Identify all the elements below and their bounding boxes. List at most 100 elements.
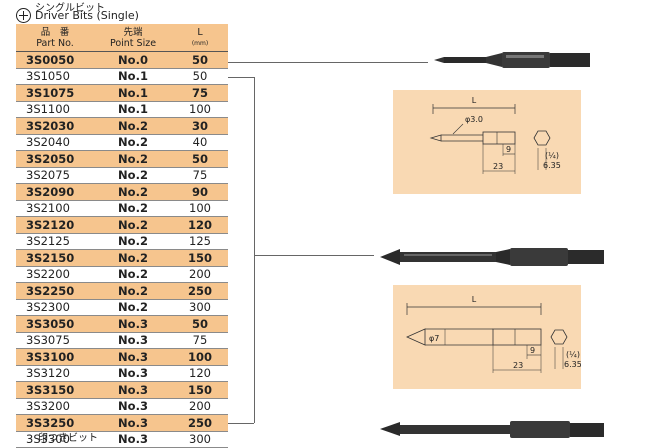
part-number-cell: 3S2120: [16, 216, 94, 234]
length-cell: 50: [172, 51, 228, 69]
dim-23: 23: [493, 162, 503, 171]
point-size-cell: No.1: [94, 84, 172, 102]
point-size-cell: No.2: [94, 249, 172, 267]
leader-line-1: [228, 62, 428, 63]
dim-hex-inch: (¼): [566, 350, 580, 359]
part-number-cell: 3S2125: [16, 233, 94, 250]
length-cell: 200: [172, 266, 228, 283]
dim-hex-mm: 6.35: [543, 161, 561, 170]
length-cell: 120: [172, 216, 228, 234]
bit-image-no3: [380, 421, 604, 438]
part-number-cell: 3S2030: [16, 117, 94, 135]
col-header-length: L(mm): [172, 24, 228, 52]
part-number-cell: 3S3050: [16, 315, 94, 333]
part-number-cell: 3S3100: [16, 348, 94, 366]
part-number-cell: 3S3120: [16, 365, 94, 382]
point-size-cell: No.2: [94, 266, 172, 283]
part-number-cell: 3S2150: [16, 249, 94, 267]
length-cell: 50: [172, 150, 228, 168]
length-cell: 150: [172, 249, 228, 267]
point-size-cell: No.2: [94, 282, 172, 300]
section-title-en: Driver Bits (Single): [35, 9, 139, 22]
part-number-cell: 3S1075: [16, 84, 94, 102]
part-number-cell: 3S2075: [16, 167, 94, 184]
leader-line-2: [254, 255, 374, 256]
dim-hex-inch: (¼): [545, 151, 559, 160]
length-cell: 100: [172, 348, 228, 366]
next-section-caption: 印つきビット: [38, 433, 98, 444]
length-cell: 50: [172, 68, 228, 85]
dim-hex-mm: 6.35: [564, 360, 581, 369]
length-cell: 100: [172, 101, 228, 118]
point-size-cell: No.2: [94, 216, 172, 234]
dimension-drawing-2: L φ7 9 23 (¼) 6.35: [393, 285, 582, 389]
point-size-cell: No.1: [94, 68, 172, 85]
dim-tip-diameter: φ3.0: [465, 115, 483, 124]
part-number-cell: 3S3150: [16, 381, 94, 399]
part-number-cell: 3S2250: [16, 282, 94, 300]
point-size-cell: No.3: [94, 431, 172, 448]
length-cell: 300: [172, 299, 228, 316]
point-size-cell: No.2: [94, 150, 172, 168]
part-number-cell: 3S2040: [16, 134, 94, 151]
length-cell: 125: [172, 233, 228, 250]
point-size-cell: No.2: [94, 200, 172, 217]
part-number-cell: 3S2050: [16, 150, 94, 168]
point-size-cell: No.2: [94, 233, 172, 250]
point-size-cell: No.3: [94, 365, 172, 382]
dim-l-label: L: [472, 295, 477, 304]
point-size-cell: No.2: [94, 167, 172, 184]
point-size-cell: No.3: [94, 414, 172, 432]
phillips-plus-icon: [16, 8, 31, 23]
bit-image-no0: [434, 52, 590, 68]
length-cell: 300: [172, 431, 228, 448]
bracket-line: [228, 77, 254, 78]
point-size-cell: No.3: [94, 381, 172, 399]
point-size-cell: No.3: [94, 398, 172, 415]
part-number-cell: 3S3250: [16, 414, 94, 432]
length-cell: 250: [172, 282, 228, 300]
point-size-cell: No.2: [94, 134, 172, 151]
part-number-cell: 3S1050: [16, 68, 94, 85]
length-cell: 200: [172, 398, 228, 415]
length-cell: 75: [172, 167, 228, 184]
length-cell: 50: [172, 315, 228, 333]
length-cell: 75: [172, 84, 228, 102]
part-number-cell: 3S0050: [16, 51, 94, 69]
dim-23: 23: [513, 361, 523, 370]
point-size-cell: No.0: [94, 51, 172, 69]
dim-9: 9: [506, 145, 511, 154]
dimension-drawing-1: L φ3.0 9 23 (¼) 6.35: [393, 90, 581, 194]
section-title-jp: シングルビット: [35, 3, 105, 14]
dim-9: 9: [530, 346, 535, 355]
part-number-cell: 3S3075: [16, 332, 94, 349]
bit-image-no2: [380, 248, 604, 266]
part-number-cell: 3S1100: [16, 101, 94, 118]
length-cell: 100: [172, 200, 228, 217]
bracket-line: [254, 77, 255, 423]
part-number-cell: 3S3200: [16, 398, 94, 415]
part-number-cell: 3S2090: [16, 183, 94, 201]
